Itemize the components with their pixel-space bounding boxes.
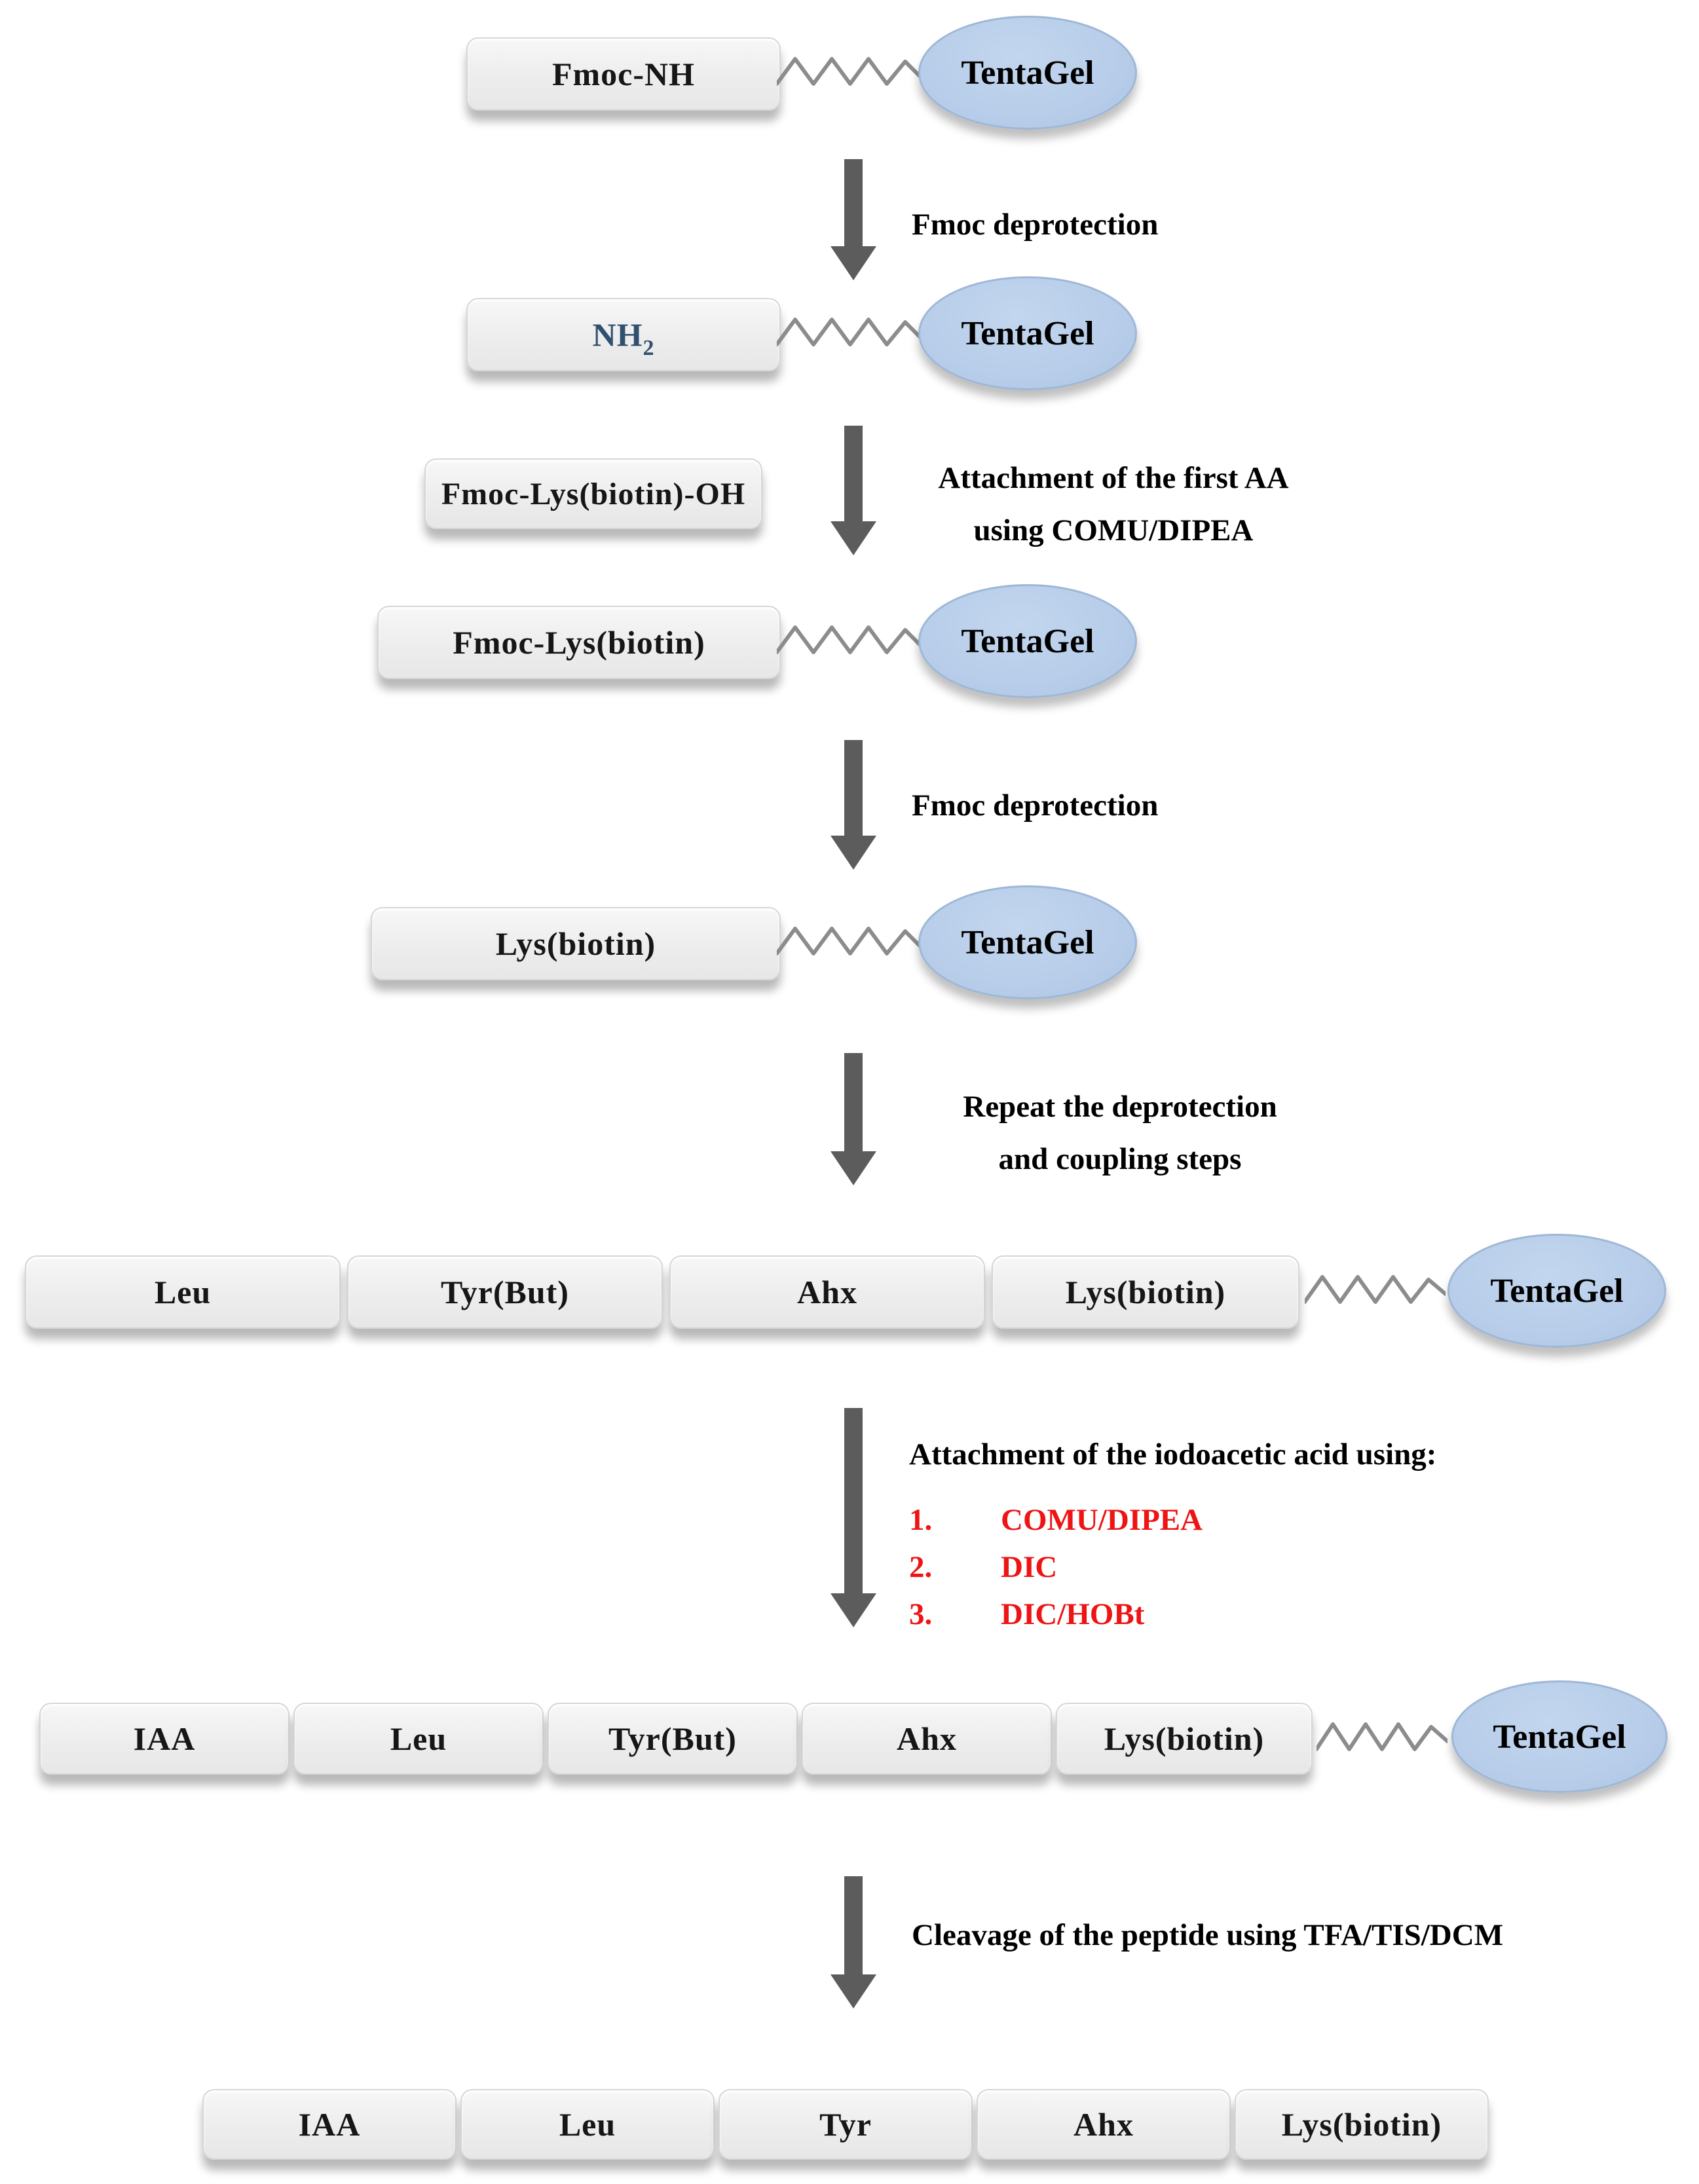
arrow-shaft <box>844 740 863 836</box>
chain-block: Tyr(But) <box>548 1703 798 1775</box>
chain-block: Ahx <box>802 1703 1052 1775</box>
option-text: DIC <box>1001 1550 1058 1584</box>
step-label-repeat-steps: Repeat the deprotection and coupling ste… <box>891 1081 1349 1185</box>
tentagel-bead-4: TentaGel <box>918 885 1137 999</box>
chain-block: Lys(biotin) <box>1056 1703 1313 1775</box>
option-number: 1. <box>909 1503 933 1537</box>
down-arrow-icon-2 <box>831 426 876 555</box>
down-arrow-icon-5 <box>831 1408 876 1627</box>
option-text: DIC/HOBt <box>1001 1597 1145 1631</box>
linker-zigzag-icon <box>777 57 920 86</box>
chain-block: Leu <box>25 1255 341 1329</box>
chain-block: Tyr(But) <box>347 1255 663 1329</box>
step-label-line1: Repeat the deprotection <box>963 1090 1277 1124</box>
nh2-label: NH <box>592 316 643 353</box>
arrow-head <box>831 521 876 555</box>
down-arrow-icon-6 <box>831 1876 876 2008</box>
chain-block: IAA <box>39 1703 289 1775</box>
arrow-head <box>831 1974 876 2008</box>
tentagel-bead-6: TentaGel <box>1451 1680 1668 1793</box>
arrow-shaft <box>844 1053 863 1151</box>
arrow-shaft <box>844 1876 863 1974</box>
arrow-shaft <box>844 159 863 246</box>
tentagel-bead-1: TentaGel <box>918 16 1137 130</box>
molecule-box-fmoc-lys-biotin: Fmoc-Lys(biotin) <box>377 606 781 679</box>
step-label-cleavage: Cleavage of the peptide using TFA/TIS/DC… <box>912 1918 1504 1952</box>
linker-zigzag-icon <box>777 318 920 346</box>
down-arrow-icon-4 <box>831 1053 876 1185</box>
linker-zigzag-icon <box>777 625 920 654</box>
chain-block: Lys(biotin) <box>992 1255 1299 1329</box>
arrow-head <box>831 836 876 870</box>
arrow-shaft <box>844 426 863 521</box>
step-label-fmoc-deprotection-1: Fmoc deprotection <box>912 208 1159 242</box>
coupling-option-2: 2. DIC <box>909 1549 1057 1585</box>
step-label-first-aa-attachment: Attachment of the first AA using COMU/DI… <box>891 452 1336 557</box>
down-arrow-icon-3 <box>831 740 876 870</box>
tentagel-bead-5: TentaGel <box>1447 1234 1666 1348</box>
chain-block: Leu <box>460 2089 715 2160</box>
chain-block: IAA <box>202 2089 457 2160</box>
option-number: 2. <box>909 1550 933 1584</box>
linker-zigzag-icon <box>1316 1722 1447 1751</box>
tentagel-bead-2: TentaGel <box>918 276 1137 390</box>
linker-zigzag-icon <box>777 927 920 955</box>
step-label-line2: and coupling steps <box>998 1142 1242 1176</box>
step-label-iodoacetic-attachment: Attachment of the iodoacetic acid using: <box>909 1437 1437 1471</box>
option-number: 3. <box>909 1597 933 1631</box>
arrow-head <box>831 1151 876 1185</box>
step-label-line1: Attachment of the first AA <box>938 461 1289 495</box>
chain-block: Ahx <box>669 1255 985 1329</box>
linker-zigzag-icon <box>1305 1275 1446 1304</box>
coupling-option-3: 3. DIC/HOBt <box>909 1597 1144 1632</box>
nh2-subscript: 2 <box>643 336 655 360</box>
arrow-head <box>831 246 876 280</box>
step-label-line2: using COMU/DIPEA <box>973 513 1254 547</box>
arrow-head <box>831 1593 876 1627</box>
reagent-box-fmoc-lys-biotin-oh: Fmoc-Lys(biotin)-OH <box>424 458 762 529</box>
chain-block: Leu <box>293 1703 544 1775</box>
tentagel-bead-3: TentaGel <box>918 584 1137 698</box>
coupling-option-1: 1. COMU/DIPEA <box>909 1502 1203 1538</box>
chain-block: Ahx <box>977 2089 1231 2160</box>
chain-block: Tyr <box>719 2089 973 2160</box>
molecule-box-fmoc-nh: Fmoc-NH <box>466 37 781 111</box>
option-text: COMU/DIPEA <box>1001 1503 1203 1537</box>
down-arrow-icon-1 <box>831 159 876 280</box>
chain-block: Lys(biotin) <box>1235 2089 1489 2160</box>
step-label-fmoc-deprotection-2: Fmoc deprotection <box>912 788 1159 823</box>
molecule-box-lys-biotin: Lys(biotin) <box>371 907 781 980</box>
arrow-shaft <box>844 1408 863 1593</box>
